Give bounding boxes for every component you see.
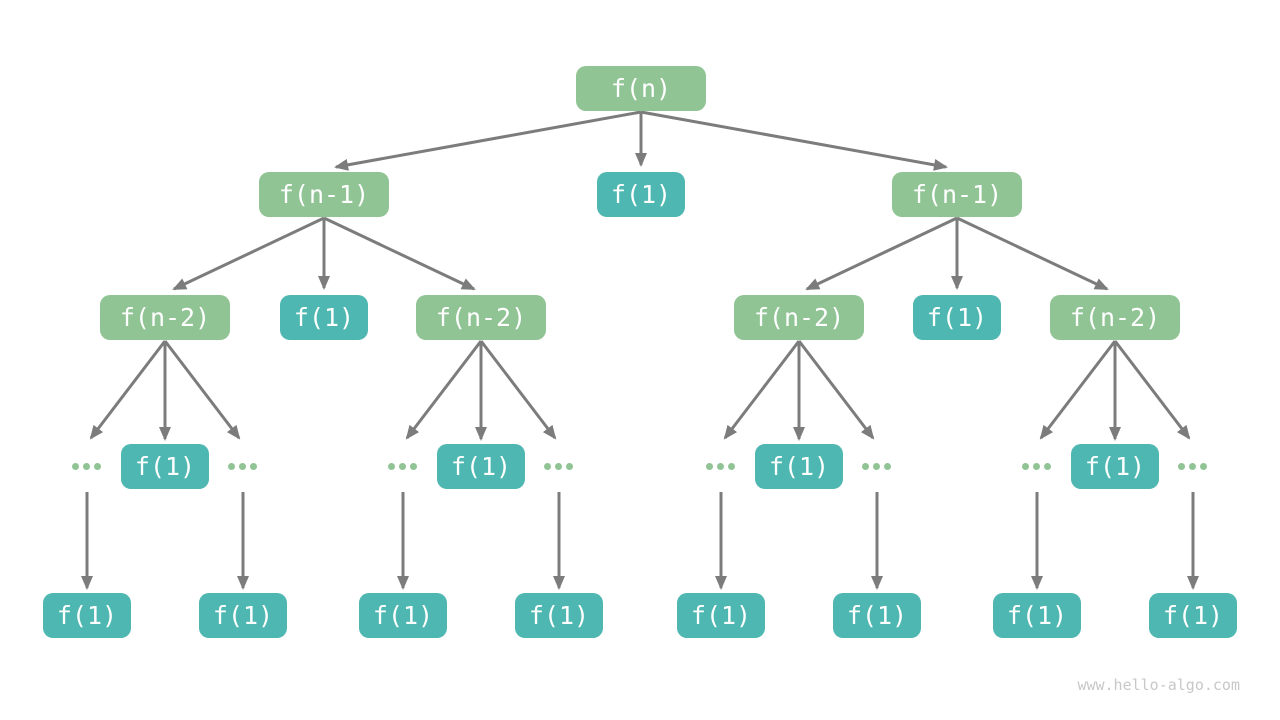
tree-node: f(1) [755, 444, 843, 489]
ellipsis-dot [1044, 462, 1051, 470]
edge-arrow [405, 340, 483, 440]
ellipsis-dot [706, 462, 713, 470]
edge-arrow [172, 216, 325, 291]
ellipsis-node: ... [228, 462, 257, 470]
ellipsis-node: ... [706, 462, 735, 470]
ellipsis-dot [72, 462, 79, 470]
ellipsis-dot [250, 462, 257, 470]
ellipsis-node: ... [862, 462, 891, 470]
ellipsis-dot [94, 462, 101, 470]
tree-node: f(n-1) [892, 172, 1022, 217]
tree-node: f(1) [913, 295, 1001, 340]
tree-node: f(1) [1149, 593, 1237, 638]
tree-node: f(n-1) [259, 172, 389, 217]
ellipsis-node: ... [72, 462, 101, 470]
ellipsis-dot [566, 462, 573, 470]
ellipsis-node: ... [1022, 462, 1051, 470]
ellipsis-node: ... [1178, 462, 1207, 470]
tree-node: f(1) [993, 593, 1081, 638]
ellipsis-dot [399, 462, 406, 470]
tree-node: f(1) [43, 593, 131, 638]
ellipsis-dot [1033, 462, 1040, 470]
tree-node: f(1) [437, 444, 525, 489]
edge-arrow [479, 340, 557, 440]
ellipsis-dot [239, 462, 246, 470]
edge-arrow [1113, 340, 1191, 440]
tree-node: f(1) [515, 593, 603, 638]
ellipsis-dot [1178, 462, 1185, 470]
ellipsis-dot [862, 462, 869, 470]
tree-node: f(n-2) [100, 295, 230, 340]
ellipsis-dot [1200, 462, 1207, 470]
edge-arrow [640, 110, 948, 171]
edge-arrow [323, 216, 476, 291]
tree-node: f(1) [677, 593, 765, 638]
ellipsis-node: ... [388, 462, 417, 470]
edge-arrow [334, 110, 642, 171]
edge-arrow [163, 340, 241, 440]
tree-node: f(1) [280, 295, 368, 340]
ellipsis-dot [83, 462, 90, 470]
ellipsis-dot [873, 462, 880, 470]
edge-arrow [1039, 340, 1117, 440]
ellipsis-dot [1189, 462, 1196, 470]
edge-arrow [805, 216, 958, 291]
ellipsis-dot [717, 462, 724, 470]
watermark-text: www.hello-algo.com [1077, 676, 1240, 694]
ellipsis-dot [728, 462, 735, 470]
tree-node: f(1) [121, 444, 209, 489]
tree-node: f(n-2) [1050, 295, 1180, 340]
tree-node: f(n-2) [734, 295, 864, 340]
edge-arrow [89, 340, 167, 440]
edge-arrow [797, 340, 875, 440]
ellipsis-dot [884, 462, 891, 470]
ellipsis-dot [228, 462, 235, 470]
tree-root-node: f(n) [576, 66, 706, 111]
ellipsis-dot [388, 462, 395, 470]
tree-node: f(1) [359, 593, 447, 638]
ellipsis-dot [410, 462, 417, 470]
ellipsis-node: ... [544, 462, 573, 470]
ellipsis-dot [555, 462, 562, 470]
tree-node: f(1) [1071, 444, 1159, 489]
edge-arrow [956, 216, 1109, 291]
ellipsis-dot [1022, 462, 1029, 470]
tree-node: f(1) [597, 172, 685, 217]
ellipsis-dot [544, 462, 551, 470]
tree-node: f(n-2) [416, 295, 546, 340]
edge-arrow [723, 340, 801, 440]
tree-node: f(1) [199, 593, 287, 638]
tree-node: f(1) [833, 593, 921, 638]
